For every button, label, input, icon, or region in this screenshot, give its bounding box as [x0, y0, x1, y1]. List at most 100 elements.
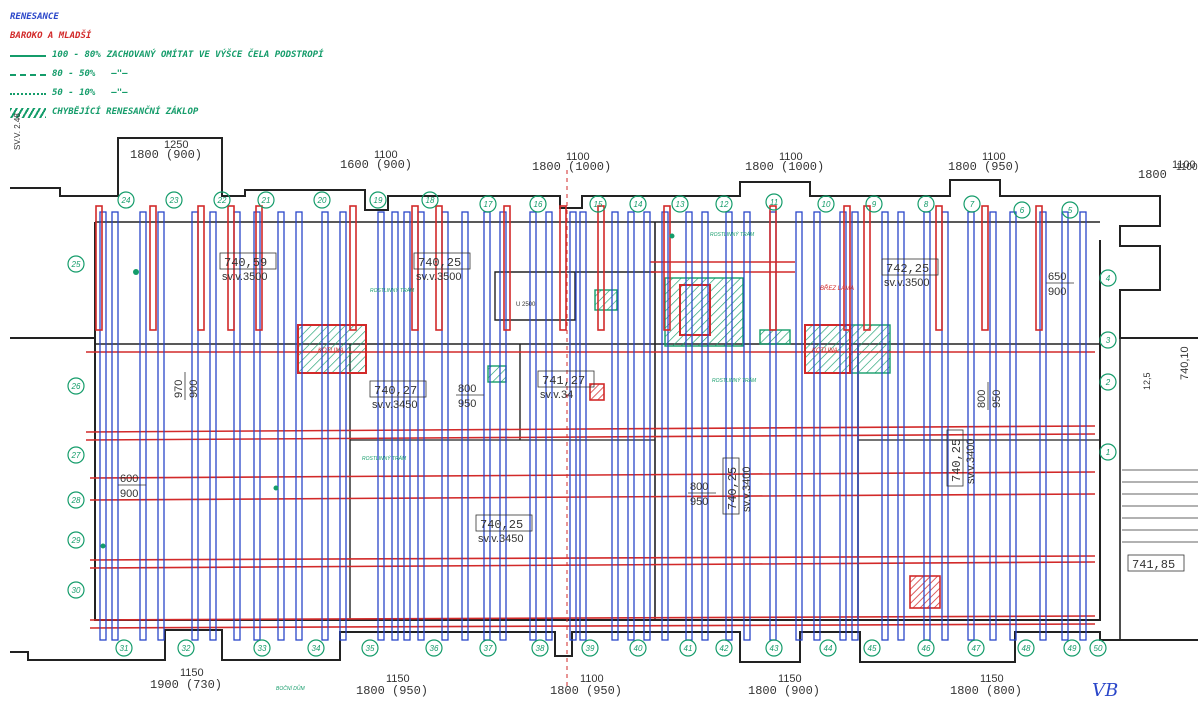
- baroque-beam-h: [89, 615, 1096, 621]
- renaissance-beam: [851, 211, 859, 641]
- beam-number-circle: [917, 195, 935, 213]
- beam-number: 33: [258, 644, 267, 653]
- beam-number-circle: [257, 191, 275, 209]
- beam-number-circle: [165, 191, 183, 209]
- baroque-beam-v: [559, 205, 567, 331]
- beam-number-circle: [421, 191, 439, 209]
- beam-number-circle: [1089, 639, 1107, 657]
- bottom-dim-a: 1100: [580, 673, 604, 685]
- legend-row-1-text: ZACHOVANÝ OMÍTAT VE VÝŠCE ČELA PODSTROPÍ: [106, 50, 324, 60]
- beam-number: 28: [71, 496, 81, 505]
- baroque-beam-h: [85, 433, 1096, 441]
- room-code-box: [369, 380, 427, 398]
- beam-number-circle: [213, 191, 231, 209]
- beam-number: 31: [120, 644, 129, 653]
- right-dim-b: 740,10: [1179, 346, 1191, 380]
- beam-number-circle: [629, 195, 647, 213]
- beam-number-circle: [629, 639, 647, 657]
- beam-number-circle: [589, 195, 607, 213]
- bottom-dim-b: 1800 (950): [356, 684, 428, 698]
- beam-number-circle: [1013, 201, 1031, 219]
- room-code: 740,25: [418, 256, 461, 270]
- renaissance-beam: [839, 211, 847, 641]
- side-right-label: 1100: [1176, 162, 1198, 173]
- beam-number-circle: [1099, 331, 1117, 349]
- top-dim-b: 1800 (950): [948, 160, 1020, 174]
- baroque-beam-v: [411, 205, 419, 331]
- legend-row-2-pct: 80 - 50%: [52, 69, 96, 79]
- beam-number: 18: [426, 196, 435, 205]
- top-dim-a: 1100: [374, 149, 398, 161]
- baroque-vertical-beams: [95, 205, 1043, 331]
- beam-number: 41: [684, 644, 693, 653]
- beam-number-circle: [117, 191, 135, 209]
- room-code-box: [881, 258, 939, 276]
- renaissance-beam: [661, 211, 669, 641]
- legend-row-4-text: CHYBĚJÍCÍ RENESANČNÍ ZÁKLOP: [52, 107, 199, 117]
- beam-number-circle: [817, 195, 835, 213]
- beam-number-circle: [67, 491, 85, 509]
- beam-number-circle: [671, 195, 689, 213]
- beam-number: 19: [374, 196, 383, 205]
- baroque-beam-v: [149, 205, 157, 331]
- beam-number-circle: [819, 639, 837, 657]
- beam-number: 39: [586, 644, 595, 653]
- baroque-beam-v: [863, 205, 871, 331]
- renaissance-beam: [701, 211, 709, 641]
- top-dim-b: 1600 (900): [340, 158, 412, 172]
- room-code: 740,25: [726, 467, 740, 510]
- renaissance-beam: [209, 211, 217, 641]
- roof-note-2: ROSTLINNÝ TRÁM: [710, 231, 755, 238]
- renaissance-beam: [253, 211, 261, 641]
- legend-row-3-pct: 50 - 10%: [52, 88, 96, 98]
- signature: VB: [1092, 680, 1119, 701]
- beam-number: 16: [534, 200, 543, 209]
- bottom-dim-a: 1150: [980, 673, 1004, 685]
- beam-number: 2: [1105, 378, 1111, 387]
- beam-number: 9: [872, 200, 877, 209]
- renaissance-beam: [499, 211, 507, 641]
- renaissance-beam: [339, 211, 347, 641]
- bottom-dim-a: 1150: [386, 673, 410, 685]
- renaissance-beam: [725, 211, 733, 641]
- renaissance-beam: [1039, 211, 1047, 641]
- renaissance-beam: [529, 211, 537, 641]
- top-dim-a: 1100: [779, 151, 803, 163]
- baroque-beam-v: [197, 205, 205, 331]
- bottom-dim-b: 1900 (730): [150, 678, 222, 692]
- beam-number-circle: [529, 195, 547, 213]
- beam-number-circle: [531, 639, 549, 657]
- room-code-box: [219, 252, 277, 270]
- legend-baroque: BAROKO A MLADŠÍ: [10, 31, 92, 41]
- baroque-beam-v: [227, 205, 235, 331]
- renaissance-beam: [295, 211, 303, 641]
- beam-number: 42: [720, 644, 729, 653]
- legend-renaissance: RENESANCE: [10, 12, 59, 22]
- baroque-beam-v: [349, 205, 357, 331]
- beam-number-circle: [479, 639, 497, 657]
- baroque-beam-h: [85, 425, 1096, 433]
- room-code-box: [413, 252, 471, 270]
- renaissance-beam: [99, 211, 107, 641]
- room-code-box: [722, 457, 740, 515]
- baroque-beam-v: [1035, 205, 1043, 331]
- beam-number: 35: [366, 644, 375, 653]
- beam-number-circle: [67, 255, 85, 273]
- beam-number: 6: [1020, 206, 1025, 215]
- beam-number-circle: [967, 639, 985, 657]
- beam-number: 21: [261, 196, 271, 205]
- legend-hatch-swatch: [10, 107, 46, 118]
- room-code: 740,25: [950, 439, 964, 482]
- beam-number: 24: [121, 196, 131, 205]
- room-height: sv.v.3400: [965, 439, 977, 484]
- red-hatched-areas: [589, 383, 941, 609]
- beam-number-circle: [679, 639, 697, 657]
- beam-number: 38: [536, 644, 545, 653]
- baroque-beam-v: [597, 205, 605, 331]
- room-code-box: [1127, 554, 1185, 572]
